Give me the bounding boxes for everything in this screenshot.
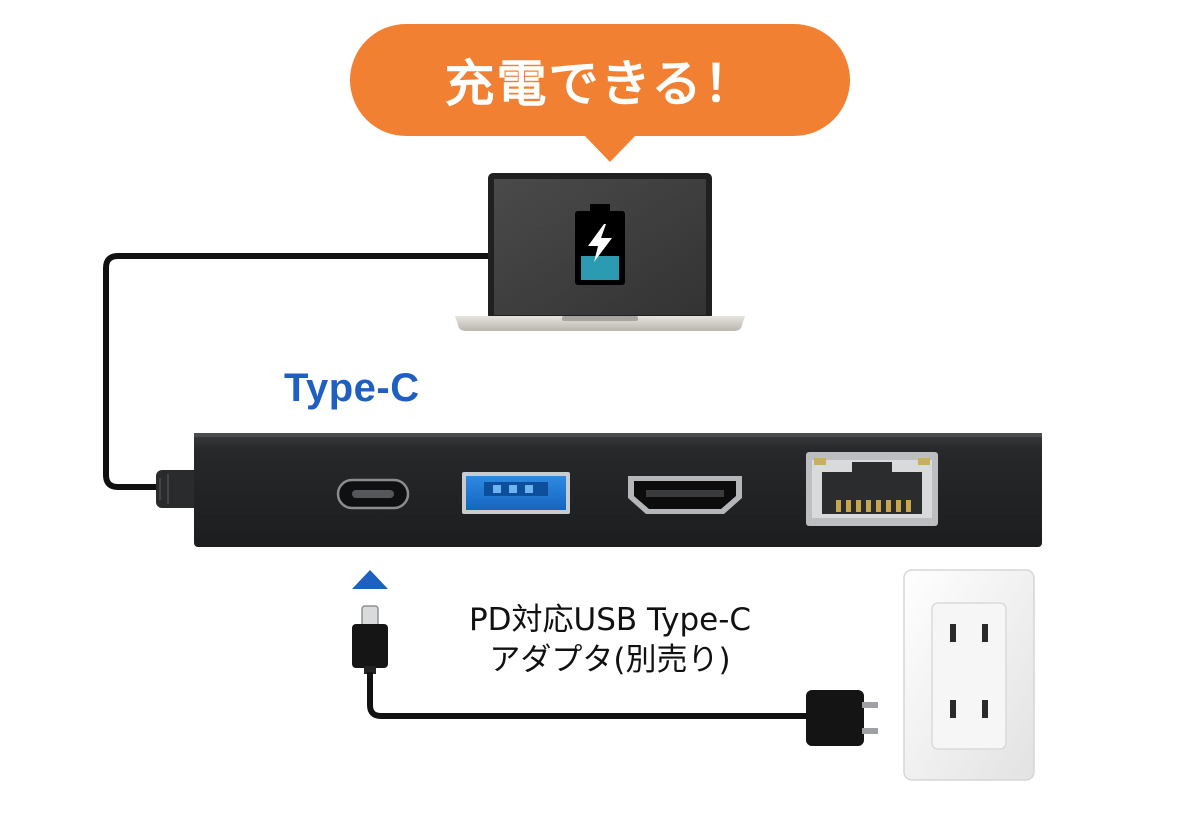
- hub-cable-boot: [156, 470, 200, 508]
- adapter-caption: PD対応USB Type-C アダプタ(別売り): [440, 600, 780, 680]
- laptop-notch: [562, 316, 638, 321]
- wall-outlet-icon: [903, 569, 1035, 781]
- adapter-caption-line-1: PD対応USB Type-C: [468, 602, 752, 638]
- usb-c-port: [336, 478, 410, 510]
- usb-a-port: [462, 472, 570, 514]
- adapter-caption-line-2: アダプタ(別売り): [489, 642, 731, 678]
- speech-bubble-text: 充電できる！: [444, 55, 756, 113]
- speech-bubble-body: [350, 24, 850, 136]
- laptop: [455, 173, 745, 331]
- adapter-cable: [367, 672, 812, 719]
- usb-c-plug: [352, 605, 388, 674]
- charging-battery-icon: [575, 204, 625, 285]
- power-adapter: [806, 690, 878, 746]
- speech-bubble: [350, 24, 850, 162]
- up-arrow-icon: [352, 570, 388, 589]
- usb-hub: [194, 433, 1042, 547]
- hdmi-port: [628, 476, 742, 514]
- hub-to-laptop-cable: [103, 253, 500, 490]
- ethernet-port: [806, 452, 938, 526]
- type-c-port-label: Type-C: [284, 366, 420, 410]
- laptop-base: [455, 316, 745, 331]
- speech-bubble-tail: [583, 134, 637, 162]
